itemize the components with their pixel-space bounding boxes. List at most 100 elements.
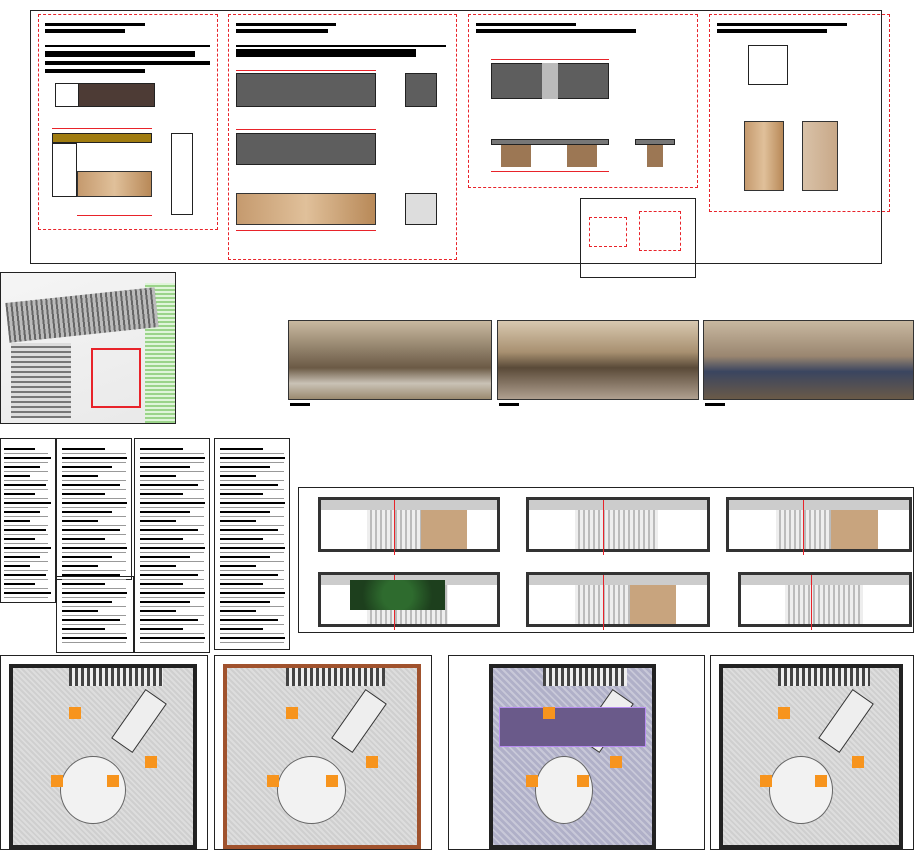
wood-panel [421, 510, 467, 549]
curtain [575, 510, 658, 549]
legend-panel-5 [214, 438, 290, 650]
legend-rule [62, 570, 126, 571]
legend-rule [140, 471, 204, 472]
legend-rule [62, 507, 126, 508]
ceiling [529, 575, 707, 585]
marker [50, 775, 63, 788]
floor-plan-3 [448, 655, 705, 850]
legend-line [4, 529, 46, 531]
legend-rule [140, 480, 204, 481]
legend-rule [4, 570, 48, 571]
legend-rule [140, 489, 204, 490]
legend-rule [62, 462, 126, 463]
legend-rule [220, 534, 284, 535]
legend-rule [140, 633, 204, 634]
marker [778, 707, 791, 719]
legend-line [4, 475, 30, 477]
dimension [602, 575, 604, 630]
legend-line [140, 484, 198, 486]
legend-line [220, 574, 278, 576]
marker [543, 707, 556, 719]
legend-line [62, 448, 106, 450]
purple-zone [499, 707, 646, 747]
small-detail-box [580, 198, 696, 278]
plants [778, 668, 871, 686]
legend-line [140, 475, 176, 477]
legend-rule [62, 525, 126, 526]
legend-rule [4, 597, 48, 598]
ceiling [729, 500, 909, 510]
plan-interior [719, 664, 903, 849]
dining-table [818, 689, 875, 754]
legend-line [62, 610, 98, 612]
kitchen-elevation-panel [38, 14, 218, 230]
marker [144, 755, 157, 768]
dining-table [330, 689, 387, 754]
legend-line [140, 529, 198, 531]
dimension [602, 500, 604, 555]
plants [69, 668, 164, 686]
legend-rule [4, 471, 48, 472]
legend-rule [220, 552, 284, 553]
legend-rule [140, 615, 204, 616]
legend-rule [4, 552, 48, 553]
legend-line [140, 574, 198, 576]
island-panel [468, 14, 698, 188]
legend-rule [4, 453, 48, 454]
legend-rule [4, 516, 48, 517]
legend-rule [140, 579, 204, 580]
countertop-top-view [236, 73, 376, 107]
legend-line [220, 637, 285, 639]
dimension [810, 575, 812, 630]
legend-rule [220, 570, 284, 571]
site-plan [0, 272, 176, 424]
legend-line [4, 583, 36, 585]
legend-line [220, 547, 285, 549]
legend-rule [140, 570, 204, 571]
legend-line [62, 529, 120, 531]
legend-rule [140, 552, 204, 553]
plan-interior [9, 664, 197, 849]
legend-line [220, 583, 264, 585]
plants [543, 668, 627, 686]
dining-table [110, 689, 167, 754]
legend-line [220, 592, 285, 594]
cabinet-panel [709, 14, 890, 212]
ceiling [741, 575, 909, 585]
elevation-2 [526, 497, 710, 555]
legend-rule [220, 624, 284, 625]
legend-line [140, 556, 191, 558]
legend-line [62, 475, 98, 477]
legend-line [4, 457, 51, 459]
legend-line [62, 466, 113, 468]
round-rug [60, 755, 126, 824]
marker [576, 775, 589, 788]
legend-rule [4, 462, 48, 463]
ceiling [529, 500, 707, 510]
legend-rule [62, 615, 126, 616]
legend-line [62, 547, 127, 549]
legend-rule [140, 498, 204, 499]
legend-line [4, 493, 36, 495]
legend-rule [4, 579, 48, 580]
planter [350, 580, 445, 610]
legend-line [140, 637, 205, 639]
legend-line [62, 556, 113, 558]
marker [851, 755, 864, 768]
legend-rule [4, 543, 48, 544]
legend-line [62, 502, 127, 504]
legend-line [4, 574, 46, 576]
legend-line [140, 502, 205, 504]
legend-line [220, 511, 271, 513]
countertop-panel [228, 14, 457, 260]
legend-line [4, 556, 41, 558]
legend-line [140, 520, 176, 522]
legend-line [4, 466, 41, 468]
legend-rule [62, 489, 126, 490]
legend-line [62, 574, 120, 576]
legend-rule [62, 579, 126, 580]
legend-rule [62, 606, 126, 607]
legend-rule [220, 615, 284, 616]
legend-rule [62, 453, 126, 454]
legend-line [220, 466, 271, 468]
